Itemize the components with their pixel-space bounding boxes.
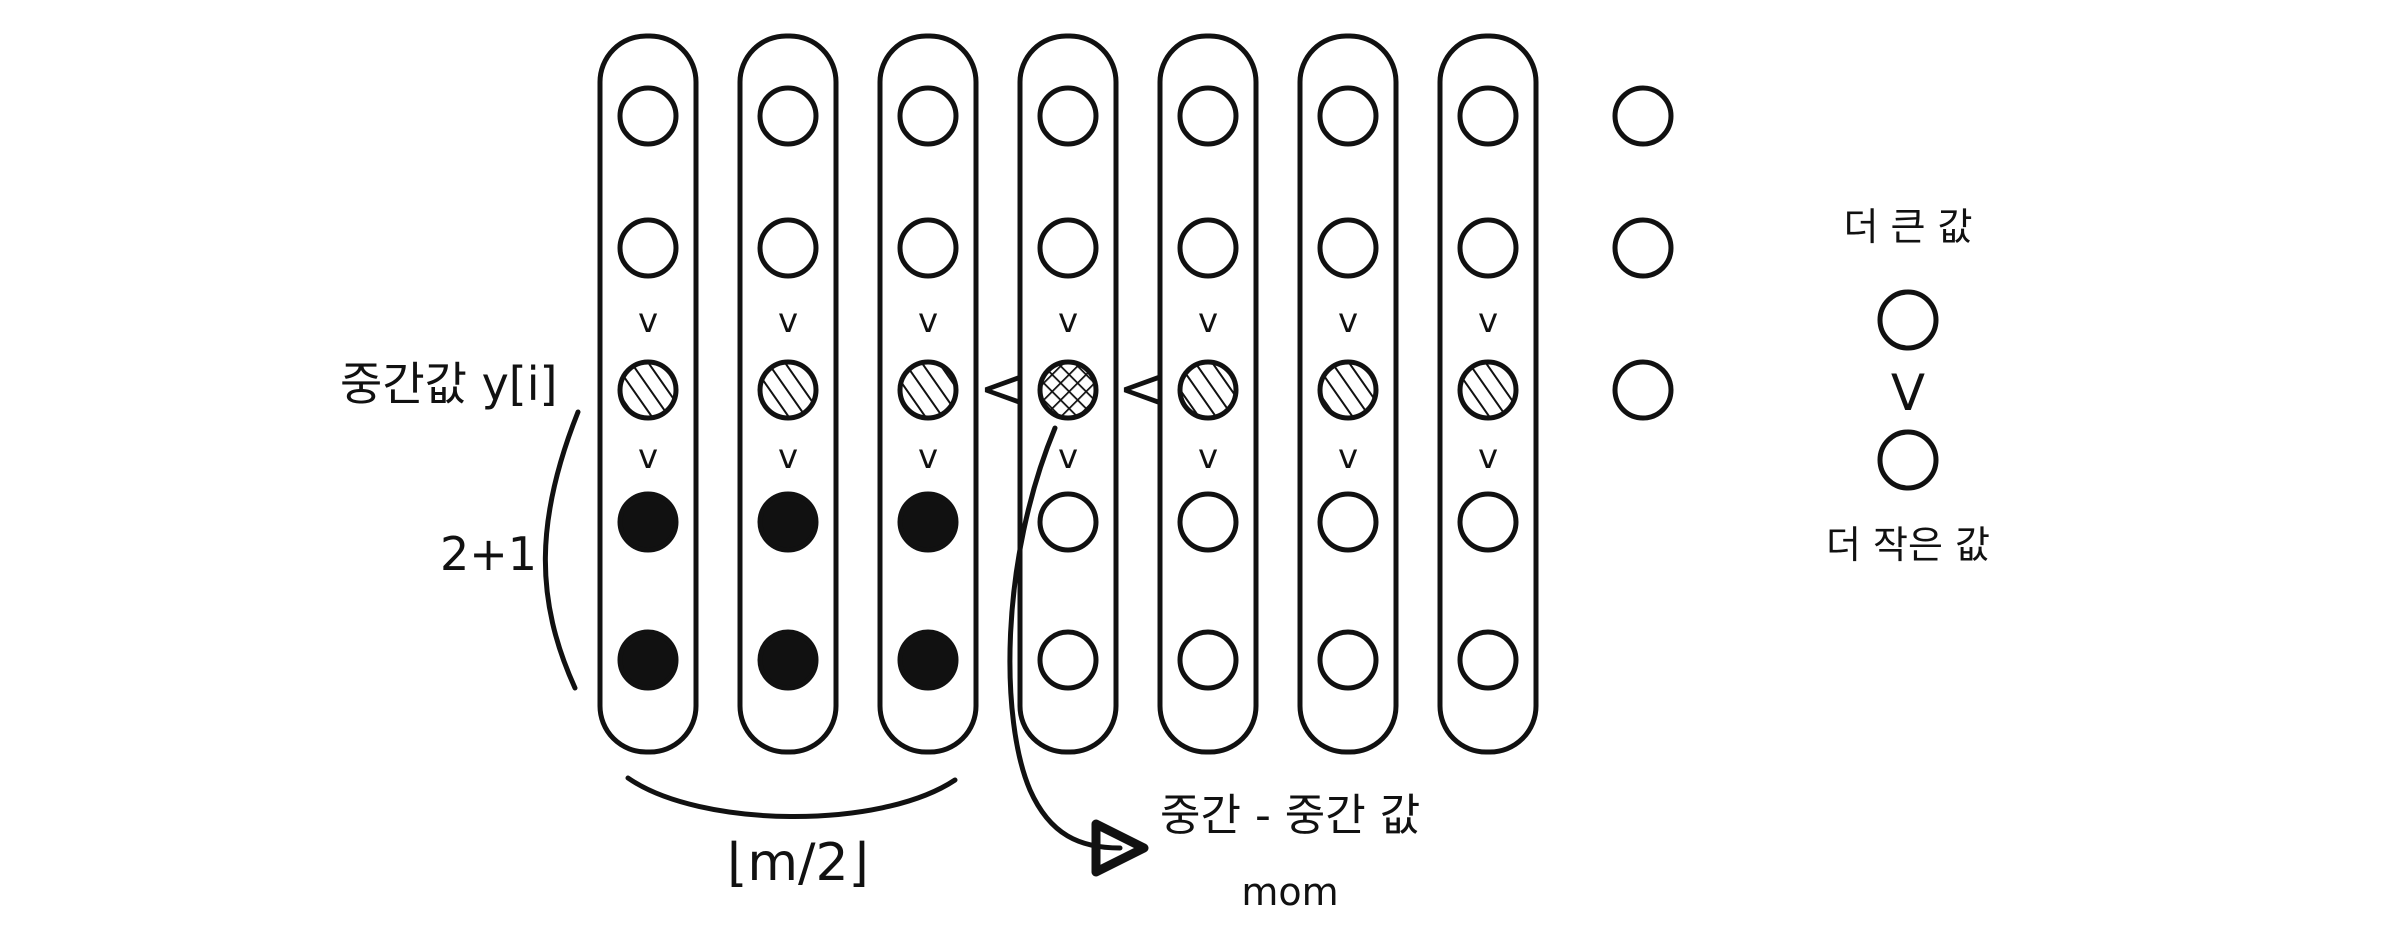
smaller-node <box>897 629 959 691</box>
legend-top-label: 더 큰 값 <box>1843 205 1972 249</box>
element-node <box>1177 491 1239 553</box>
median-node <box>897 359 959 421</box>
relation-symbol: v <box>918 437 938 477</box>
legend: 더 큰 값 V 더 작은 값 <box>1826 205 1990 567</box>
element-node <box>1317 85 1379 147</box>
smaller-node <box>617 629 679 691</box>
relation-symbol: v <box>778 437 798 477</box>
column-outline <box>1297 33 1399 755</box>
median-label: 중간값 y[i] <box>340 357 557 411</box>
mom-label: mom <box>1241 870 1338 914</box>
element-node <box>1457 85 1519 147</box>
legend-top-node <box>1877 289 1939 351</box>
smaller-node <box>897 491 959 553</box>
element-node <box>1457 629 1519 691</box>
element-node <box>1177 629 1239 691</box>
half-count-label: ⌊m/2⌋ <box>727 833 869 893</box>
relation-symbol: v <box>918 301 938 341</box>
column-outline <box>877 33 979 755</box>
legend-bottom-label: 더 작은 값 <box>1826 523 1990 567</box>
relation-symbol: v <box>1058 437 1078 477</box>
compare-symbol-left: < <box>979 354 1028 422</box>
element-node <box>897 217 959 279</box>
column-group: vv <box>877 33 979 755</box>
relation-symbol: v <box>638 301 658 341</box>
element-node <box>617 85 679 147</box>
column-outline <box>597 33 699 755</box>
element-node <box>617 217 679 279</box>
column-outline <box>1437 33 1539 755</box>
relation-symbol: v <box>1478 301 1498 341</box>
relation-symbol: v <box>1338 301 1358 341</box>
column-outline <box>1157 33 1259 755</box>
element-node <box>1317 629 1379 691</box>
relation-symbol: v <box>1198 437 1218 477</box>
median-node <box>617 359 679 421</box>
element-node <box>1457 217 1519 279</box>
column-group: vv <box>1017 33 1119 755</box>
median-node <box>1317 359 1379 421</box>
half-count-brace <box>625 775 958 819</box>
median-node <box>757 359 819 421</box>
group-size-brace <box>542 409 581 691</box>
element-node <box>897 85 959 147</box>
smaller-node <box>757 629 819 691</box>
relation-symbol: v <box>778 301 798 341</box>
element-node <box>1457 491 1519 553</box>
median-of-medians-label: 중간 - 중간 값 <box>1160 790 1420 841</box>
relation-symbol: v <box>1058 301 1078 341</box>
group-size-label: 2+1 <box>440 527 537 581</box>
legend-bottom-node <box>1877 429 1939 491</box>
relation-symbol: v <box>1198 301 1218 341</box>
leftover-node <box>1612 85 1674 147</box>
smaller-node <box>757 491 819 553</box>
element-node <box>1037 85 1099 147</box>
compare-symbol-right: < <box>1118 354 1167 422</box>
legend-relation-symbol: V <box>1891 364 1925 422</box>
median-of-medians-node <box>1037 359 1099 421</box>
element-node <box>757 217 819 279</box>
relation-symbol: v <box>1478 437 1498 477</box>
column-group: vv <box>1297 33 1399 755</box>
element-node <box>1177 85 1239 147</box>
leftover-group <box>1612 85 1674 421</box>
smaller-node <box>617 491 679 553</box>
median-node <box>1177 359 1239 421</box>
element-node <box>1037 217 1099 279</box>
element-node <box>1317 491 1379 553</box>
leftover-node <box>1612 359 1674 421</box>
column-group: vv <box>1157 33 1259 755</box>
median-node <box>1457 359 1519 421</box>
column-group: vv <box>597 33 699 755</box>
column-outline <box>737 33 839 755</box>
leftover-node <box>1612 217 1674 279</box>
element-node <box>1037 629 1099 691</box>
element-node <box>1177 217 1239 279</box>
column-group: vv <box>737 33 839 755</box>
relation-symbol: v <box>638 437 658 477</box>
element-node <box>1037 491 1099 553</box>
column-outline <box>1017 33 1119 755</box>
element-node <box>1317 217 1379 279</box>
relation-symbol: v <box>1338 437 1358 477</box>
element-node <box>757 85 819 147</box>
column-group: vv <box>1437 33 1539 755</box>
mom-arrow <box>1007 425 1149 877</box>
